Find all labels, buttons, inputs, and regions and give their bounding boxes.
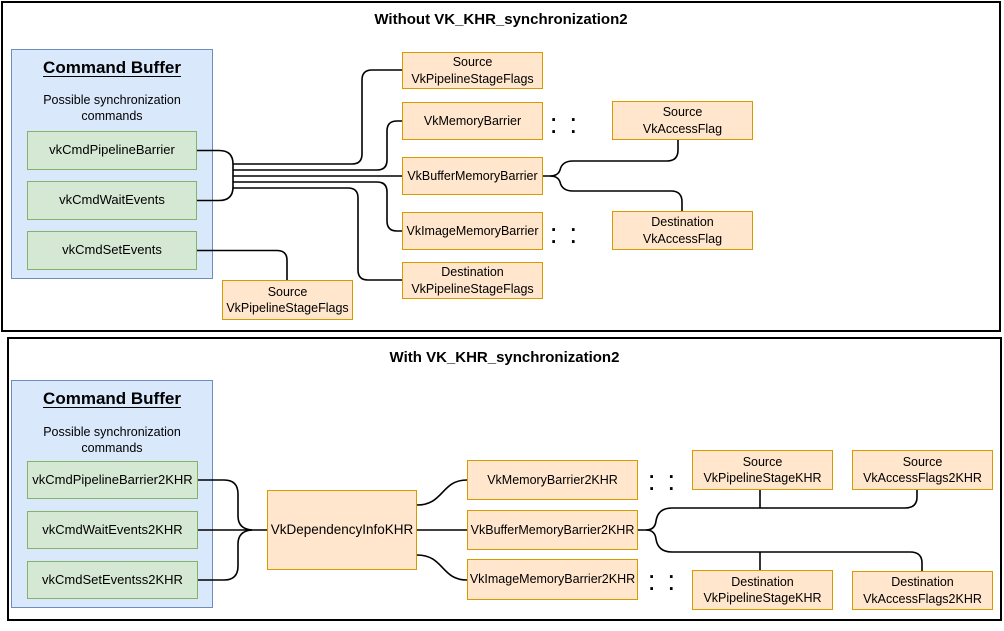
cmd-set-events-box: vkCmdSetEvents <box>27 231 197 270</box>
panel-title-with-sync2: With VK_KHR_synchronization2 <box>389 349 620 366</box>
memory-barrier-box: VkMemoryBarrier <box>402 102 543 140</box>
source-access-flags2khr-box: Source VkAccessFlags2KHR <box>852 450 993 490</box>
cmd-pipeline-barrier-box: vkCmdPipelineBarrier <box>27 131 197 170</box>
command-buffer-title: Command Buffer <box>43 58 181 77</box>
source-access-flag-box: Source VkAccessFlag <box>612 101 753 140</box>
source-pipeline-stage-flags-set-events-box: Source VkPipelineStageFlags <box>222 280 353 320</box>
source-pipeline-stage-flags-top-box: Source VkPipelineStageFlags <box>402 52 543 89</box>
ellipsis-dots-icon: · · · · <box>551 110 581 143</box>
destination-pipeline-stage-khr-box: Destination VkPipelineStageKHR <box>692 570 833 610</box>
ellipsis-dots-icon: · · · · <box>649 467 679 500</box>
command-buffer-subtitle: Possible synchronization commands <box>43 93 181 123</box>
destination-pipeline-stage-flags-box: Destination VkPipelineStageFlags <box>402 262 543 299</box>
ellipsis-dots-icon: · · · · <box>551 220 581 253</box>
cmd-wait-events-box: vkCmdWaitEvents <box>27 181 197 220</box>
cmd-pipeline-barrier2khr-box: vkCmdPipelineBarrier2KHR <box>27 461 198 499</box>
cmd-wait-events2khr-box: vkCmdWaitEvents2KHR <box>27 511 198 549</box>
dependency-info-khr-box: VkDependencyInfoKHR <box>267 490 417 570</box>
image-memory-barrier-2khr-box: VkImageMemoryBarrier2KHR <box>467 559 638 600</box>
panel-title-without-sync2: Without VK_KHR_synchronization2 <box>374 11 628 28</box>
destination-access-flags2khr-box: Destination VkAccessFlags2KHR <box>852 571 993 610</box>
command-buffer-subtitle-2: Possible synchronization commands <box>43 425 181 455</box>
ellipsis-dots-icon: · · · · <box>649 567 679 600</box>
buffer-memory-barrier-box: VkBufferMemoryBarrier <box>402 157 543 195</box>
destination-access-flag-box: Destination VkAccessFlag <box>612 211 753 250</box>
source-pipeline-stage-khr-box: Source VkPipelineStageKHR <box>692 450 833 490</box>
memory-barrier-2khr-box: VkMemoryBarrier2KHR <box>467 460 638 500</box>
command-buffer-title-2: Command Buffer <box>43 389 181 408</box>
image-memory-barrier-box: VkImageMemoryBarrier <box>402 212 543 250</box>
buffer-memory-barrier-2khr-box: VkBufferMemoryBarrier2KHR <box>467 510 638 550</box>
cmd-set-eventss2khr-box: vkCmdSetEventss2KHR <box>27 561 198 599</box>
